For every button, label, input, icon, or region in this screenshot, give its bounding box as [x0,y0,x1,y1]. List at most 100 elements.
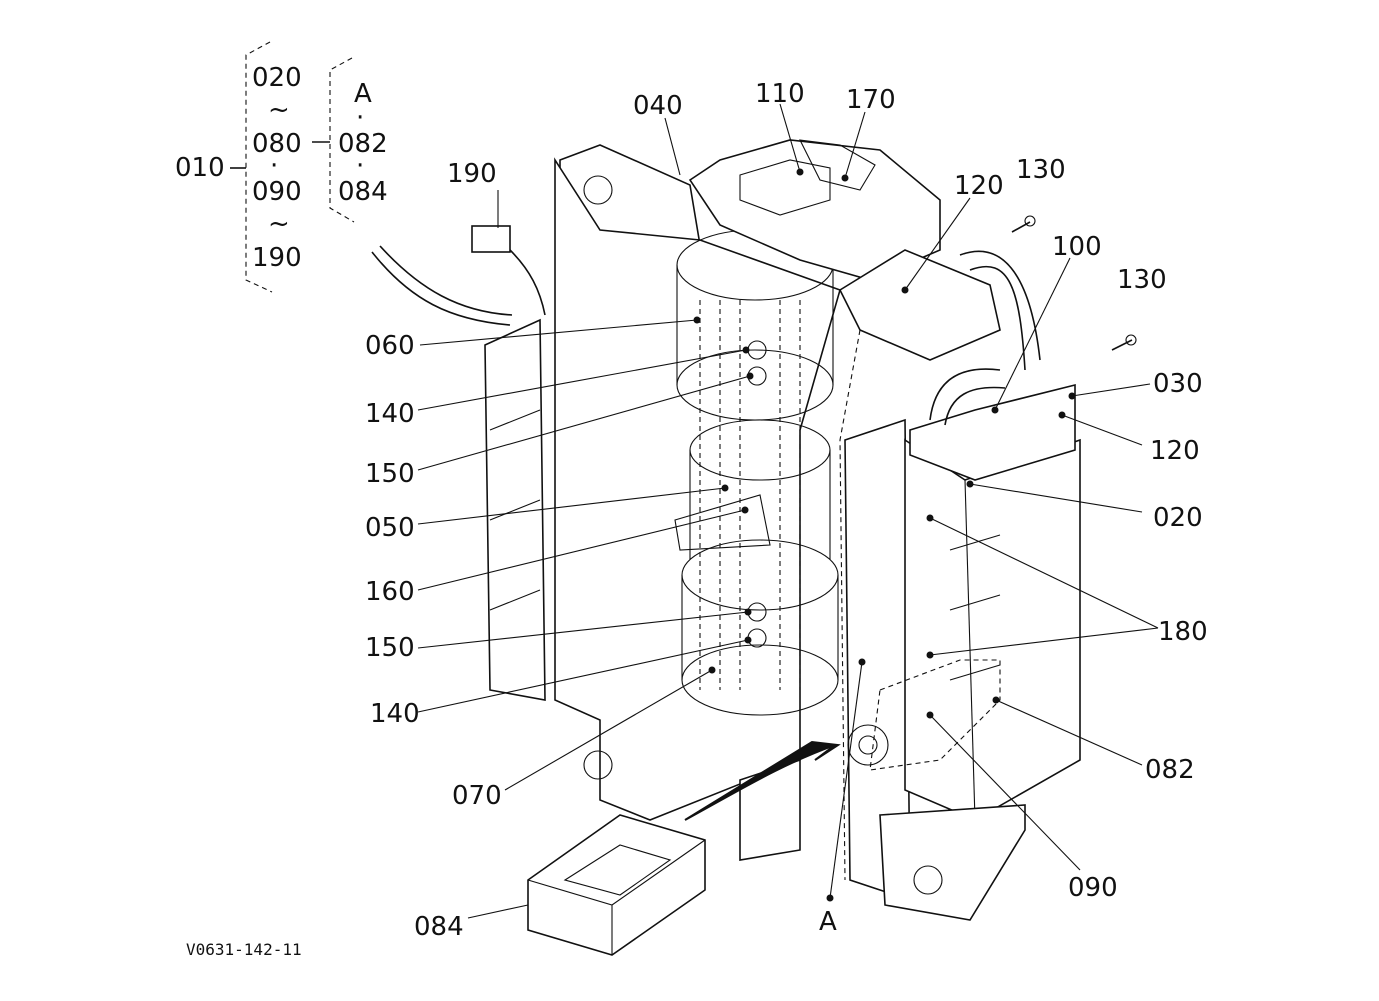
callout-030: 030 [1153,369,1203,399]
drain-port-inner [858,735,878,755]
leader-060 [419,319,698,346]
callout-190: 190 [447,159,497,189]
motor-sides [689,450,831,560]
fan-lower-bottom [681,644,839,716]
callout-140-upper: 140 [365,399,415,429]
fan-lower-sides [681,575,839,680]
drain-cover-edges [527,839,706,955]
list1-item: 090 [252,177,302,207]
heater-core-frame [904,438,1081,821]
dot [744,636,752,644]
leader-150b [417,611,749,649]
pipe-inner [969,265,1026,371]
leader-020 [969,483,1143,513]
list1-item: · [270,151,278,181]
harness-cable-b [379,245,513,316]
leader-120a [904,197,971,291]
callout-130-right: 130 [1117,265,1167,295]
screw-130-shanks [1011,221,1133,351]
list1-item: 080 [252,129,302,159]
leader-082 [995,699,1143,766]
leader-084 [467,904,529,919]
callout-labels: 040 110 170 190 120 130 100 130 060 030 … [365,79,1208,942]
top-control-assembly [688,139,941,281]
dot [693,316,701,324]
dot [841,174,849,182]
connector-190 [471,225,511,253]
leader-150a [417,375,751,471]
drain-port [847,724,889,766]
leader-160 [417,509,746,591]
callout-040: 040 [633,91,683,121]
group-legend: 010 020 ~ 080 · 090 ~ 190 A · 082 · 084 [175,41,388,293]
list1-item: 020 [252,63,302,93]
callout-130-top: 130 [1016,155,1066,185]
list2-item: · [356,151,364,181]
screw-130-head-a [1024,215,1036,227]
leader-100 [994,257,1071,411]
leader-090 [929,714,1081,871]
connector-190-cable [509,249,546,316]
dot [826,894,834,902]
mount-hole-bottom-left [583,750,613,780]
callout-084: 084 [414,912,464,942]
callout-170: 170 [846,85,896,115]
leader-A [829,661,863,899]
dot [992,696,1000,704]
callout-A: A [819,907,837,937]
drain-cover-opening [563,844,672,896]
dot [708,666,716,674]
dot [926,514,934,522]
unit-line-art [371,139,1137,956]
fan-upper-sides [676,265,834,385]
bracket-1 [245,41,273,293]
leader-140a [417,349,747,411]
core-fins [949,534,1001,681]
leader-050 [417,487,726,525]
callout-020: 020 [1153,503,1203,533]
hidden-edge-a [839,329,861,881]
duct-ribs [489,409,541,611]
leader-110 [779,103,801,173]
dot [721,484,729,492]
list1-item: ~ [268,95,290,125]
dot [926,651,934,659]
callout-120-right: 120 [1150,436,1200,466]
callout-150-lower: 150 [365,633,415,663]
core-top-tank [909,383,1076,481]
bracket-hole [913,865,943,895]
relay-block [799,139,876,191]
harness-cable [371,251,511,326]
callout-060: 060 [365,331,415,361]
lower-mount-bracket [879,804,1026,921]
callout-180: 180 [1158,617,1208,647]
drawing-id: V0631-142-11 [186,940,302,959]
dot [858,658,866,666]
dot [991,406,999,414]
callout-160: 160 [365,577,415,607]
leader-170 [844,111,866,179]
leader-lines [417,103,1159,919]
dot [744,608,752,616]
callout-070: 070 [452,781,502,811]
callout-090: 090 [1068,873,1118,903]
pipe-lower-inner [944,386,1006,426]
callout-050: 050 [365,513,415,543]
drain-cover-084 [527,814,706,956]
dot [742,346,750,354]
dot [741,506,749,514]
mount-hole-top-left [583,175,613,205]
screw-130-head-b [1125,334,1137,346]
dot [1058,411,1066,419]
list1-item: ~ [268,209,290,239]
leader-040 [664,117,681,176]
leader-120b [1061,414,1143,446]
resistor-block [739,159,831,216]
group-main-number: 010 [175,153,225,183]
list2-item: · [356,103,364,133]
dot [1068,392,1076,400]
drain-box-hidden [869,659,1001,771]
dot [796,168,804,176]
callout-140-lower: 140 [370,699,420,729]
leader-180 [929,517,1159,656]
